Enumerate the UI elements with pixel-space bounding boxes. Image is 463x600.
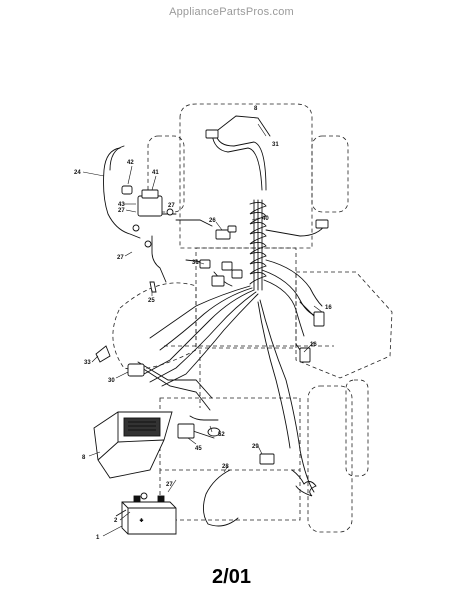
callout-1: 1 [96, 535, 100, 541]
callout-27-upper: 27 [118, 208, 125, 214]
callout-31-mid: 31 [192, 260, 199, 266]
wiring-harness [103, 115, 327, 527]
callout-8-top: 8 [254, 106, 258, 112]
callout-8: 8 [82, 455, 86, 461]
tractor-outline [112, 103, 393, 533]
callout-16-lower: 16 [310, 342, 317, 348]
callout-26: 26 [209, 218, 216, 224]
battery: + [121, 495, 177, 535]
callout-27-right: 27 [168, 203, 175, 209]
callout-40: 40 [262, 216, 269, 222]
callout-43: 43 [118, 202, 125, 208]
callout-45: 45 [195, 446, 202, 452]
callout-29: 29 [252, 444, 259, 450]
watermark-text: AppliancePartsPros.com [169, 6, 294, 18]
callout-16-upper: 16 [325, 305, 332, 311]
callout-30: 30 [108, 378, 115, 384]
callout-42: 42 [127, 160, 134, 166]
callout-31-top: 31 [272, 142, 279, 148]
callout-24: 24 [74, 170, 81, 176]
callout-leaders [82, 123, 323, 537]
revision-date: 2/01 [212, 566, 251, 588]
battery-tray [93, 411, 173, 479]
callout-52: 52 [218, 432, 225, 438]
callout-27-lower: 27 [117, 255, 124, 261]
callout-27-battery: 27 [166, 482, 173, 488]
harness-connectors [95, 129, 329, 517]
svg-text:+: + [140, 518, 143, 524]
callout-25: 25 [148, 298, 155, 304]
callout-labels: 1 2 8 16 16 24 26 27 27 27 27 28 29 30 3… [74, 106, 332, 541]
callout-2: 2 [114, 518, 118, 524]
callout-28: 28 [222, 464, 229, 470]
callout-33: 33 [84, 360, 91, 366]
callout-41: 41 [152, 170, 159, 176]
